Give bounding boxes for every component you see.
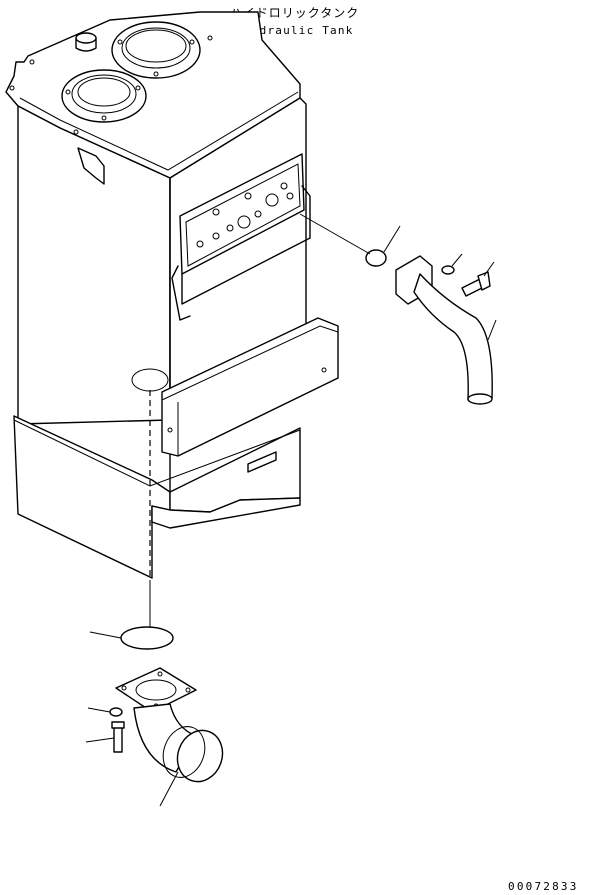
tank-base-skid bbox=[151, 497, 301, 529]
title-english: Hydraulic Tank bbox=[244, 24, 354, 37]
bolt-hole bbox=[29, 59, 35, 65]
large-port-flange bbox=[111, 21, 201, 79]
lower-bolt bbox=[113, 725, 123, 753]
pipe-body bbox=[413, 273, 493, 401]
upper-washer bbox=[441, 265, 455, 275]
drawing-number: 00072833 bbox=[508, 880, 579, 893]
title-japanese: ハイドロリックタンク bbox=[230, 6, 359, 20]
lifting-handle bbox=[77, 147, 105, 185]
hydraulic-tank bbox=[5, 11, 307, 579]
support-beam bbox=[161, 317, 339, 473]
bolt-hole bbox=[207, 35, 213, 41]
elbow-flange bbox=[115, 667, 197, 713]
front-port-flange bbox=[61, 69, 147, 123]
lower-gasket bbox=[120, 626, 174, 650]
bolt-hole bbox=[9, 85, 15, 91]
upper-gasket bbox=[365, 249, 387, 267]
callout-leader bbox=[89, 631, 122, 639]
tank-lower-front bbox=[13, 415, 171, 579]
return-pipe bbox=[395, 255, 497, 405]
upper-port-leader bbox=[299, 213, 371, 255]
valve-port-block bbox=[171, 153, 311, 321]
bolt-hole bbox=[73, 129, 79, 135]
lower-washer bbox=[109, 707, 123, 717]
tank-top-rim bbox=[19, 91, 299, 171]
suction-elbow bbox=[115, 667, 224, 783]
elbow-outlet bbox=[176, 729, 224, 783]
top-ports bbox=[61, 21, 201, 123]
